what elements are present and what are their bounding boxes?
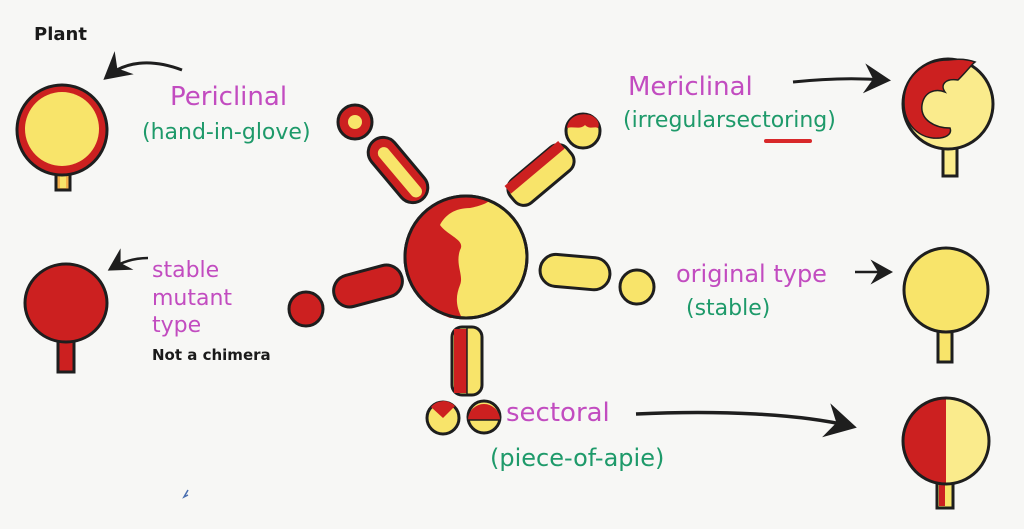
arrow-to-mericlinal-plant <box>792 63 891 94</box>
original-type-plant <box>902 246 990 364</box>
plant-label: Plant <box>34 24 87 45</box>
periclinal-plant <box>15 83 109 192</box>
mericlinal-plant <box>901 57 995 178</box>
stable-mutant-shoot <box>287 263 404 328</box>
original-type-title: original type <box>676 260 827 288</box>
pen-mark <box>182 489 189 499</box>
mericlinal-title: Mericlinal <box>628 72 753 102</box>
stable-mutant-line1: stable <box>152 258 220 283</box>
periclinal-shoot <box>336 103 430 205</box>
periclinal-subtitle: (hand-in-glove) <box>142 120 311 145</box>
sectoral-piece-right <box>466 399 502 435</box>
arrow-to-stable-mutant-plant <box>107 248 149 271</box>
sectoral-subtitle: (piece-of-apie) <box>490 444 665 472</box>
arrow-to-sectoral-plant <box>635 403 857 438</box>
stable-mutant-line3: type <box>152 313 202 338</box>
sectoral-title: sectoral <box>506 398 610 428</box>
stable-mutant-line2: mutant <box>152 286 233 311</box>
not-a-chimera-note: Not a chimera <box>152 346 271 364</box>
sectoral-piece-left <box>425 400 461 436</box>
original-type-subtitle: (stable) <box>686 296 771 321</box>
chimeric-meristem <box>403 194 529 320</box>
arrow-to-periclinal-plant <box>103 51 183 80</box>
mericlinal-subtitle: (irregularsectoring) <box>623 108 836 133</box>
mericlinal-shoot <box>504 112 602 207</box>
sectoral-plant <box>901 396 991 510</box>
sectoring-underline <box>764 139 812 143</box>
periclinal-title: Periclinal <box>170 82 288 112</box>
original-type-shoot <box>538 252 656 306</box>
sectoral-shoot <box>425 325 502 436</box>
stable-mutant-plant <box>23 262 109 374</box>
